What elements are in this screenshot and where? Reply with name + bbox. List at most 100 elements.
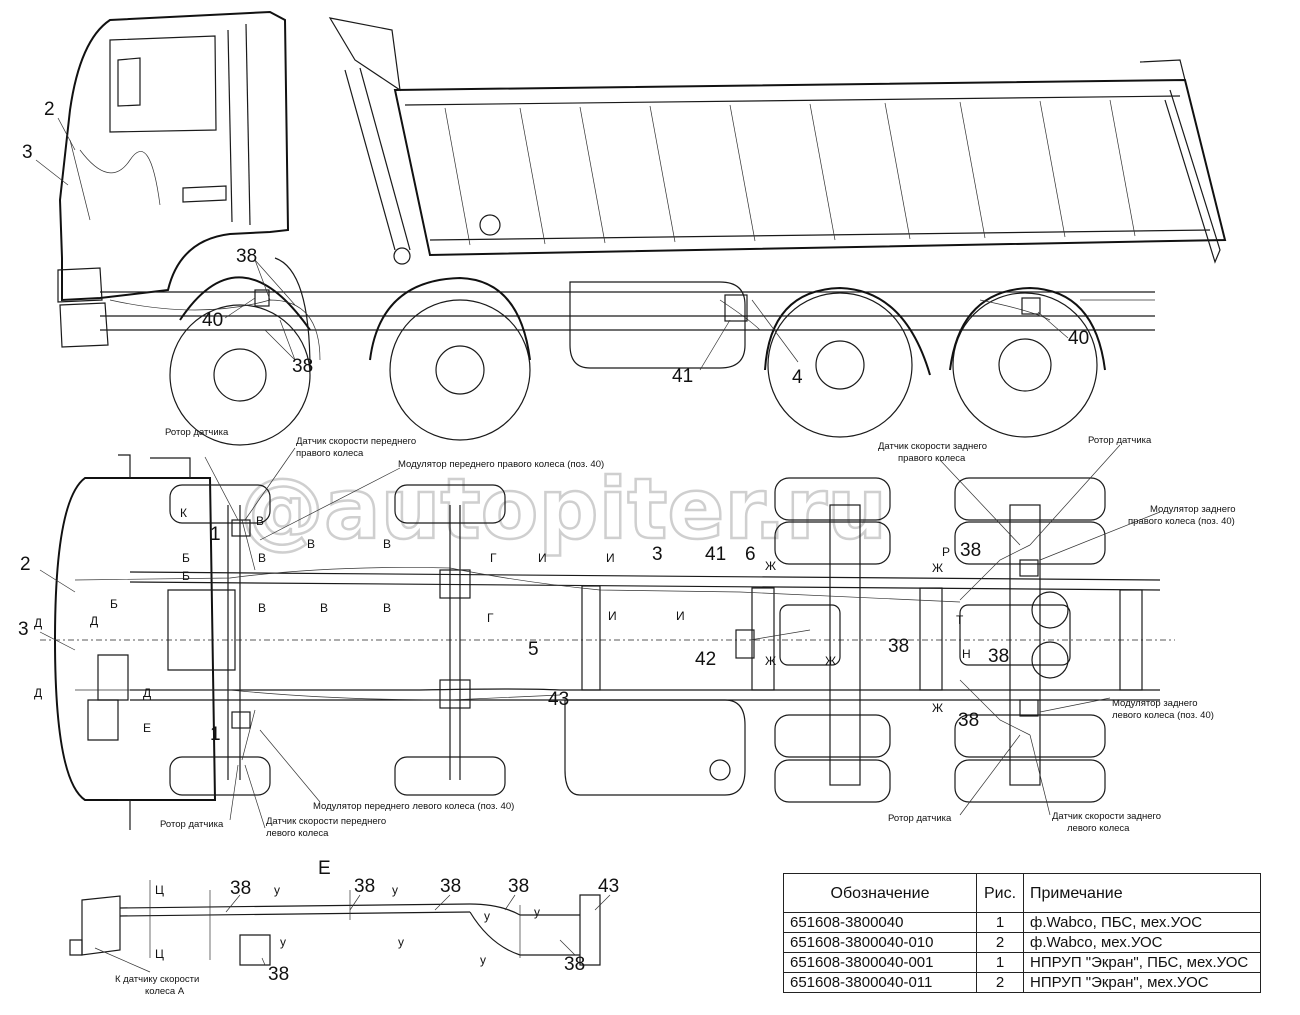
letter-i-3: И (608, 609, 617, 623)
callout-6-top: 6 (745, 544, 756, 565)
letter-u-3: у (484, 909, 490, 923)
label-sensor-rear-left-1: Датчик скорости заднего (1052, 811, 1161, 822)
label-modulator-front-left: Модулятор переднего левого колеса (поз. … (313, 801, 514, 812)
letter-u-5: у (280, 935, 286, 949)
letter-u-2: у (392, 883, 398, 897)
letter-n: Н (962, 647, 971, 661)
cell-note: ф.Wabco, мех.УОС (1023, 932, 1261, 953)
callout-3-top: 3 (18, 619, 29, 640)
label-sensor-front-left-2: левого колеса (266, 828, 329, 839)
label-rotor-front-right: Ротор датчика (165, 427, 229, 438)
header-note: Примечание (1023, 873, 1261, 913)
wheels-side (169, 257, 1106, 446)
letter-v-6: В (383, 601, 391, 615)
letter-zh-1: Ж (765, 559, 776, 573)
label-sensor-rear-left-2: левого колеса (1067, 823, 1130, 834)
harness-side (109, 259, 1051, 361)
callout-41-side: 41 (672, 366, 693, 387)
label-modulator-rear-left-1: Модулятор заднего (1112, 698, 1198, 709)
letter-i-4: И (676, 609, 685, 623)
cell-designation: 651608-3800040-001 (783, 952, 977, 973)
letter-v-7: В (258, 551, 266, 565)
callout-42-top: 42 (695, 649, 716, 670)
callout-43-top: 43 (548, 689, 569, 710)
letter-t: Т (956, 613, 964, 627)
letter-v-3: В (383, 537, 391, 551)
letter-d-1: Д (34, 616, 42, 630)
callout-40-front-side: 40 (202, 310, 223, 331)
label-modulator-rear-left-2: левого колеса (поз. 40) (1112, 710, 1214, 721)
letter-d-3: Д (34, 686, 42, 700)
callout-38-front-side: 38 (236, 246, 257, 267)
cab-outline (57, 10, 290, 348)
letter-g-1: Г (490, 551, 497, 565)
letter-r: Р (942, 545, 950, 559)
frame-rails-top (40, 571, 1175, 701)
table-row: 651608-3800040-011 2 НПРУП "Экран", мех.… (783, 972, 1261, 993)
callout-38-e-4: 38 (508, 876, 529, 897)
label-sensor-front-right-2: правого колеса (296, 448, 364, 459)
letter-zh-4: Ж (825, 654, 836, 668)
callout-1-top-left: 1 (210, 724, 221, 745)
letter-zh-2: Ж (932, 561, 943, 575)
letter-ts-1: Ц (155, 883, 164, 897)
letter-zh-3: Ж (765, 654, 776, 668)
letter-u-1: у (274, 883, 280, 897)
label-sensor-rear-right-1: Датчик скорости заднего (878, 441, 987, 452)
cell-note: НПРУП "Экран", ПБС, мех.УОС (1023, 952, 1261, 973)
cell-figure: 2 (976, 972, 1024, 993)
table-row: 651608-3800040-001 1 НПРУП "Экран", ПБС,… (783, 952, 1261, 973)
view-e-title: Е (318, 858, 331, 879)
callout-3-top-center: 3 (652, 544, 663, 565)
label-sensor-front-left-1: Датчик скорости переднего (266, 816, 386, 827)
letter-v-2: В (307, 537, 315, 551)
callout-38-e-2: 38 (354, 876, 375, 897)
table-row: 651608-3800040 1 ф.Wabco, ПБС, мех.УОС (783, 912, 1261, 933)
callout-38-e-1: 38 (230, 878, 251, 899)
cell-note: НПРУП "Экран", мех.УОС (1023, 972, 1261, 993)
header-designation: Обозначение (783, 873, 977, 913)
label-modulator-rear-right-2: правого колеса (поз. 40) (1128, 516, 1235, 527)
cell-note: ф.Wabco, ПБС, мех.УОС (1023, 912, 1261, 933)
letter-e: Е (143, 721, 151, 735)
callout-38-center-top: 38 (888, 636, 909, 657)
top-view: 2 3 1 1 3 41 6 38 38 38 38 5 42 43 Д Д Д… (18, 427, 1236, 839)
harness-top (74, 519, 1039, 761)
letter-v-4: В (258, 601, 266, 615)
cell-figure: 1 (976, 952, 1024, 973)
cell-designation: 651608-3800040-010 (783, 932, 977, 953)
letter-g-2: Г (487, 611, 494, 625)
cell-designation: 651608-3800040-011 (783, 972, 977, 993)
letter-d-2: Д (90, 614, 98, 628)
callout-38-e-6: 38 (268, 964, 289, 985)
callout-1-top-right: 1 (210, 524, 221, 545)
cell-designation: 651608-3800040 (783, 912, 977, 933)
specification-table: Обозначение Рис. Примечание 651608-38000… (783, 873, 1261, 993)
letter-i-2: И (606, 551, 615, 565)
cab-top (53, 454, 236, 830)
letter-b-3: Б (110, 597, 118, 611)
cell-figure: 2 (976, 932, 1024, 953)
table-row: 651608-3800040-010 2 ф.Wabco, мех.УОС (783, 932, 1261, 953)
callout-38-rear-center-top: 38 (988, 646, 1009, 667)
label-modulator-front-right: Модулятор переднего правого колеса (поз.… (398, 459, 604, 470)
label-rotor-rear-left: Ротор датчика (888, 813, 952, 824)
callout-38-rear-left-top: 38 (958, 710, 979, 731)
view-e: Е 38 38 38 38 43 38 38 Ц Ц у у у у у у у… (69, 858, 619, 997)
callout-38-e-5: 38 (564, 954, 585, 975)
header-figure: Рис. (976, 873, 1024, 913)
callout-3-side: 3 (22, 142, 33, 163)
view-e-note-2: колеса А (145, 986, 185, 997)
letter-b-2: Б (182, 569, 190, 583)
letter-u-4: у (534, 905, 540, 919)
callout-5-top: 5 (528, 639, 539, 660)
callout-38-front-lower-side: 38 (292, 356, 313, 377)
callout-41-top: 41 (705, 544, 726, 565)
callout-38-e-3: 38 (440, 876, 461, 897)
letter-b-1: Б (182, 551, 190, 565)
dump-body (328, 17, 1227, 265)
callout-2-side: 2 (44, 99, 55, 120)
view-e-note-1: К датчику скорости (115, 974, 199, 985)
fuel-tank-top (564, 699, 746, 796)
